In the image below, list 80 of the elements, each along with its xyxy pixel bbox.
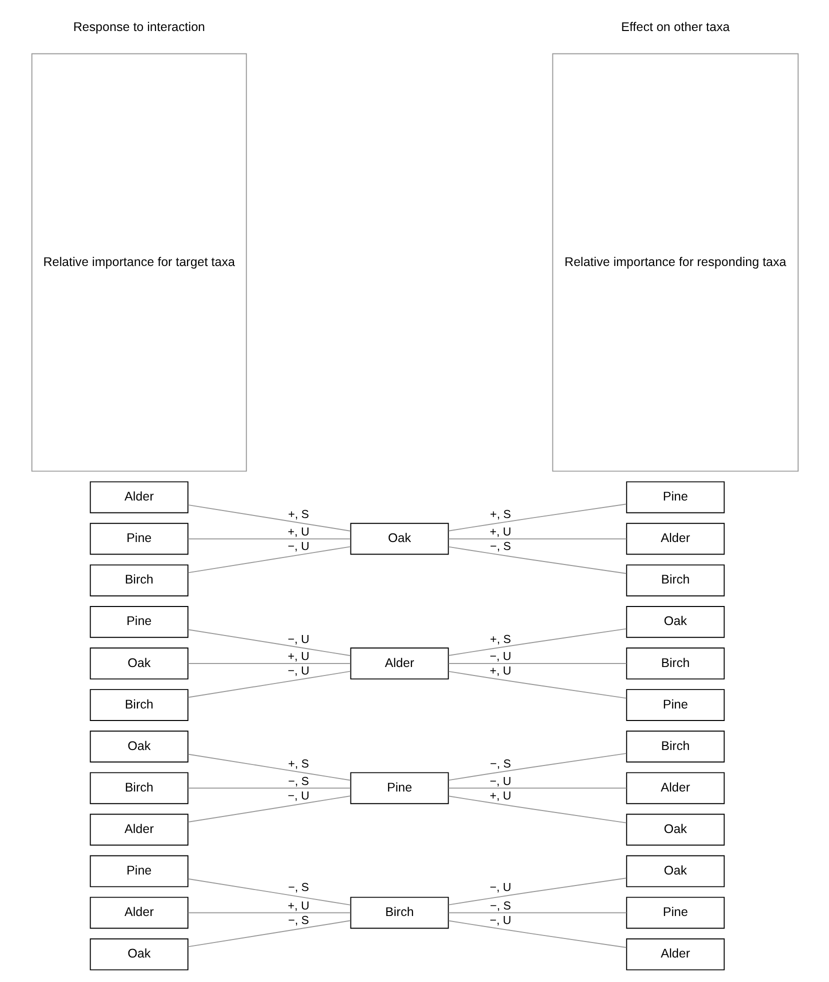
edge-label: +, U <box>489 666 511 678</box>
connector <box>187 663 350 664</box>
connector <box>187 546 350 574</box>
node-box: Pine <box>89 522 188 555</box>
connector <box>187 504 350 532</box>
edge-label: −, U <box>287 634 309 646</box>
node-box: Pine <box>626 896 724 929</box>
node-box: Oak <box>350 522 448 555</box>
edge-label: −, S <box>490 758 510 770</box>
edge-label: −, U <box>489 914 511 927</box>
node-box: Oak <box>626 814 724 846</box>
edge-label: −, S <box>288 882 309 894</box>
node-box: Pine <box>89 606 188 638</box>
node-box: Birch <box>626 564 724 596</box>
edge-label: +, U <box>489 790 511 802</box>
node-box: Birch <box>89 564 188 596</box>
connector <box>187 754 350 781</box>
label: Response to interaction <box>72 20 205 34</box>
connector <box>448 546 626 574</box>
connector <box>187 538 350 540</box>
node-box: Birch <box>89 772 188 804</box>
connector <box>448 912 626 914</box>
node-box: Pine <box>626 481 724 514</box>
node-box: Alder <box>626 522 724 555</box>
edge-label: −, U <box>287 666 309 678</box>
node-box: Pine <box>89 855 188 888</box>
connector <box>448 752 626 781</box>
node-box: Birch <box>350 896 448 929</box>
connector <box>448 788 626 789</box>
edge-label: −, S <box>288 776 309 788</box>
edge-label: +, S <box>490 509 510 522</box>
edge-label: +, U <box>489 526 511 539</box>
node-box: Alder <box>350 648 448 680</box>
connector <box>448 663 626 664</box>
edge-label: −, U <box>489 651 511 664</box>
connector <box>448 504 626 532</box>
node-box: Oak <box>626 855 724 888</box>
edge-label: −, U <box>287 790 309 802</box>
edge-label: +, S <box>288 758 309 770</box>
node-box: Oak <box>626 606 724 638</box>
node-box: Pine <box>350 772 448 804</box>
connector <box>448 538 626 540</box>
node-box: Birch <box>626 730 724 763</box>
edge-label: +, U <box>287 651 309 664</box>
connector <box>187 920 350 948</box>
node-box: Alder <box>89 814 188 846</box>
connector <box>187 788 350 789</box>
connector <box>448 796 626 824</box>
edge-label: −, S <box>288 914 309 927</box>
connector <box>187 629 350 656</box>
node-box: Birch <box>626 648 724 680</box>
node-box: Oak <box>89 938 188 970</box>
edge-label: +, U <box>287 900 309 912</box>
node-box: Alder <box>89 481 188 514</box>
node-box: Relative importance for responding taxa <box>552 53 798 472</box>
edge-label: −, U <box>489 776 511 788</box>
connector <box>448 670 626 699</box>
connector <box>187 796 350 822</box>
edge-label: −, S <box>490 900 510 912</box>
node-box: Alder <box>89 896 188 929</box>
label: Effect on other taxa <box>620 20 730 34</box>
node-box: Pine <box>626 689 724 721</box>
node-box: Relative importance for target taxa <box>30 53 246 472</box>
connector <box>187 878 350 906</box>
edge-label: −, U <box>489 882 511 894</box>
node-box: Oak <box>89 648 188 680</box>
node-box: Birch <box>89 689 188 721</box>
connector <box>448 878 626 906</box>
node-box: Oak <box>89 730 188 763</box>
edge-label: −, U <box>287 541 309 554</box>
connector <box>448 920 626 948</box>
edge-label: +, S <box>490 634 510 646</box>
node-box: Alder <box>626 938 724 970</box>
connector <box>187 670 350 698</box>
node-box: Alder <box>626 772 724 804</box>
edge-label: +, U <box>287 526 309 539</box>
edge-label: +, S <box>288 509 309 522</box>
edge-label: −, S <box>490 541 510 554</box>
connector <box>448 628 626 656</box>
connector <box>187 912 350 914</box>
